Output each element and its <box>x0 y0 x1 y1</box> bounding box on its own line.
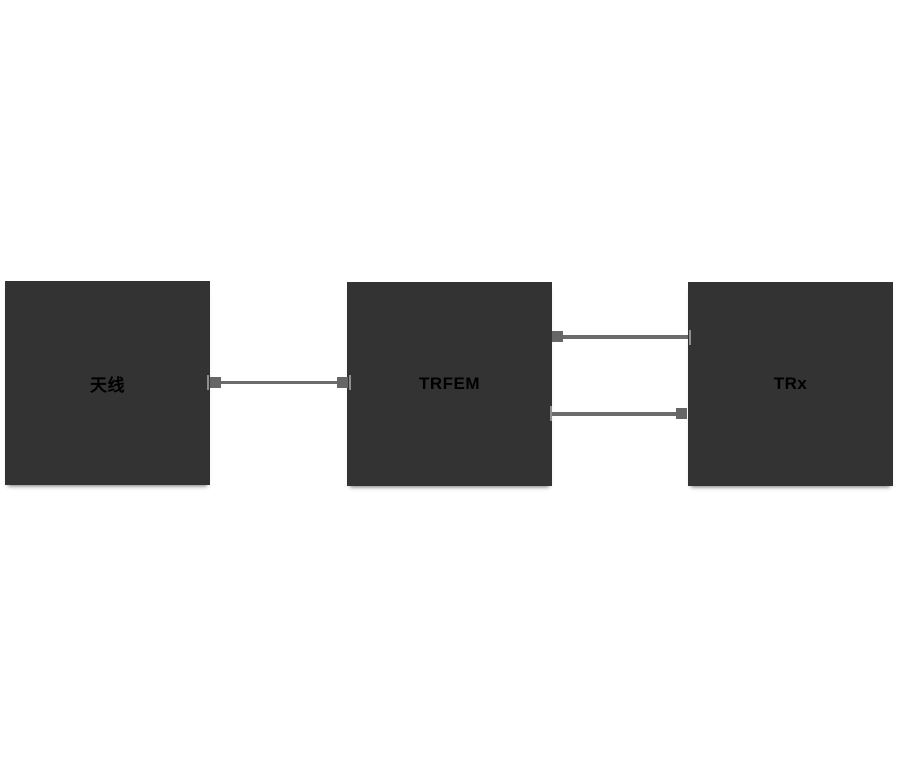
node-antenna[interactable]: 天线 <box>5 281 210 485</box>
connector-antenna-trfem-target-attach-tick <box>349 375 351 390</box>
connector-trfem-trx-lower-source-attach-tick <box>550 406 552 421</box>
connector-antenna-trfem-line[interactable] <box>210 381 347 384</box>
connector-trfem-trx-lower-target-endpoint-handle[interactable] <box>676 408 687 419</box>
node-antenna-label: 天线 <box>90 375 125 395</box>
connector-trfem-trx-upper-line[interactable] <box>552 335 688 339</box>
connector-trfem-trx-upper-target-attach-tick <box>689 330 691 345</box>
node-trx[interactable]: TRx <box>688 282 893 486</box>
node-trx-label: TRx <box>773 374 808 393</box>
node-trfem-label: TRFEM <box>418 374 481 393</box>
connector-trfem-trx-upper-source-endpoint-handle[interactable] <box>552 331 563 342</box>
node-trfem[interactable]: TRFEM <box>347 282 552 486</box>
connector-trfem-trx-lower-line[interactable] <box>552 412 687 416</box>
connector-antenna-trfem-target-endpoint-handle[interactable] <box>337 377 348 388</box>
connector-antenna-trfem-source-endpoint-handle[interactable] <box>210 377 221 388</box>
connector-antenna-trfem-source-attach-tick <box>207 375 209 390</box>
